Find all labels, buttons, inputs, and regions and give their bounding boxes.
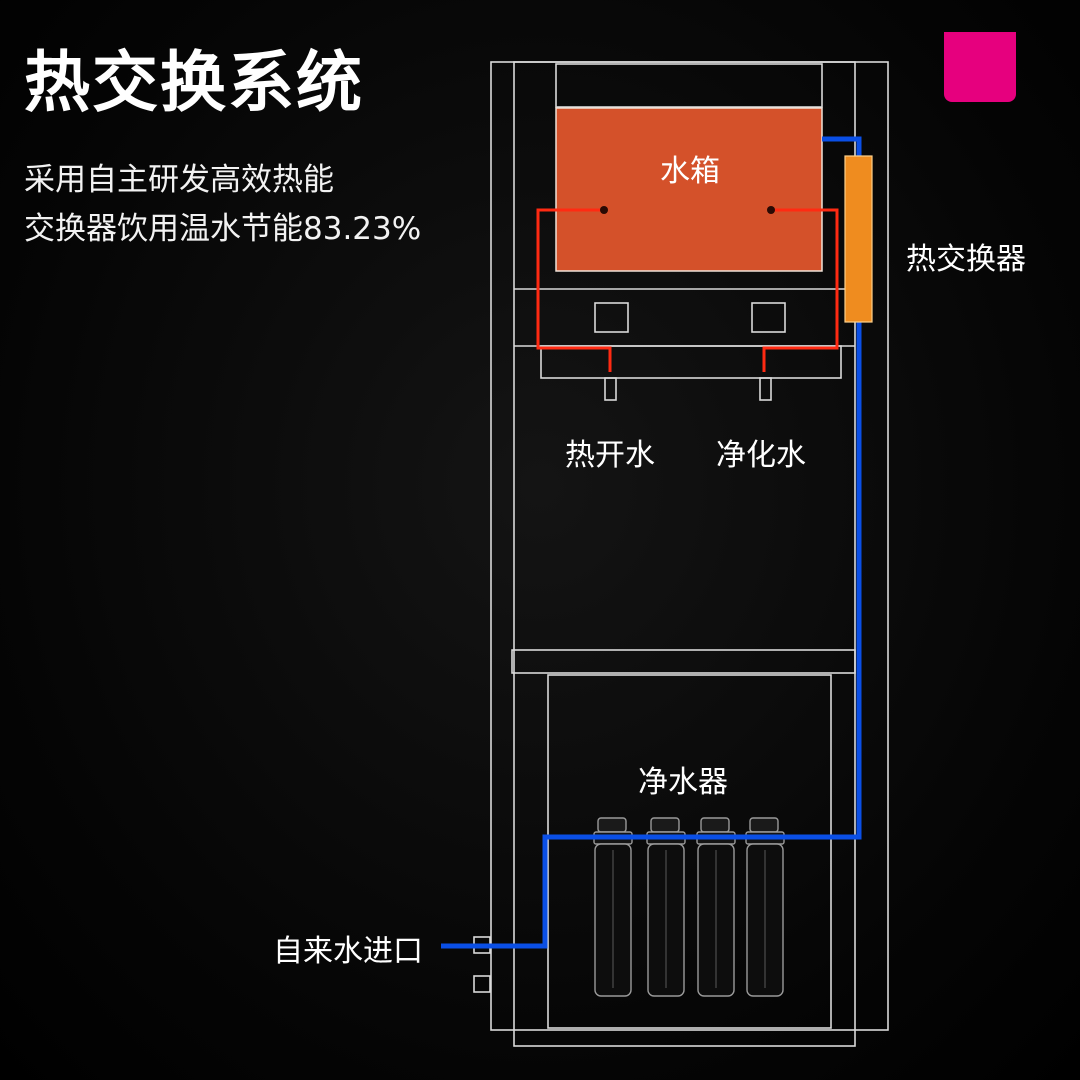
drain-port	[473, 975, 491, 993]
tank-compartment	[555, 63, 823, 108]
filter-cartridge-4	[745, 817, 785, 997]
filter-cartridge-2	[646, 817, 686, 997]
purified-water-spout	[759, 377, 772, 401]
spout-block	[540, 345, 842, 379]
subtitle-line-1: 采用自主研发高效热能	[24, 162, 334, 198]
tap-inlet-label: 自来水进口	[273, 934, 423, 969]
purifier-compartment	[547, 674, 832, 1029]
brand-accent-tab	[944, 32, 1016, 102]
purified-water-label: 净化水	[716, 438, 806, 473]
heat-exchanger-label: 热交换器	[906, 242, 1026, 277]
purifier-label: 净水器	[638, 765, 728, 800]
subtitle: 采用自主研发高效热能 交换器饮用温水节能83.23%	[24, 156, 421, 254]
water-tank	[555, 107, 823, 272]
purified-water-button	[751, 302, 786, 333]
subtitle-line-2: 交换器饮用温水节能83.23%	[24, 211, 422, 247]
filter-cartridge-1	[593, 817, 633, 997]
cabinet-inner	[513, 61, 856, 1047]
tap-water-pipe	[441, 136, 862, 949]
hot-water-pipe	[536, 208, 612, 372]
heat-exchanger	[844, 155, 873, 323]
tank-outlet-right	[767, 206, 775, 214]
hot-water-label: 热开水	[565, 438, 655, 473]
water-tank-label: 水箱	[660, 154, 720, 189]
hot-water-spout	[604, 377, 617, 401]
page-title: 热交换系统	[24, 44, 364, 121]
filter-cartridge-3	[696, 817, 736, 997]
drip-tray	[511, 649, 856, 674]
tank-outlet-left	[600, 206, 608, 214]
purified-water-pipe	[762, 208, 839, 372]
hot-water-button	[594, 302, 629, 333]
